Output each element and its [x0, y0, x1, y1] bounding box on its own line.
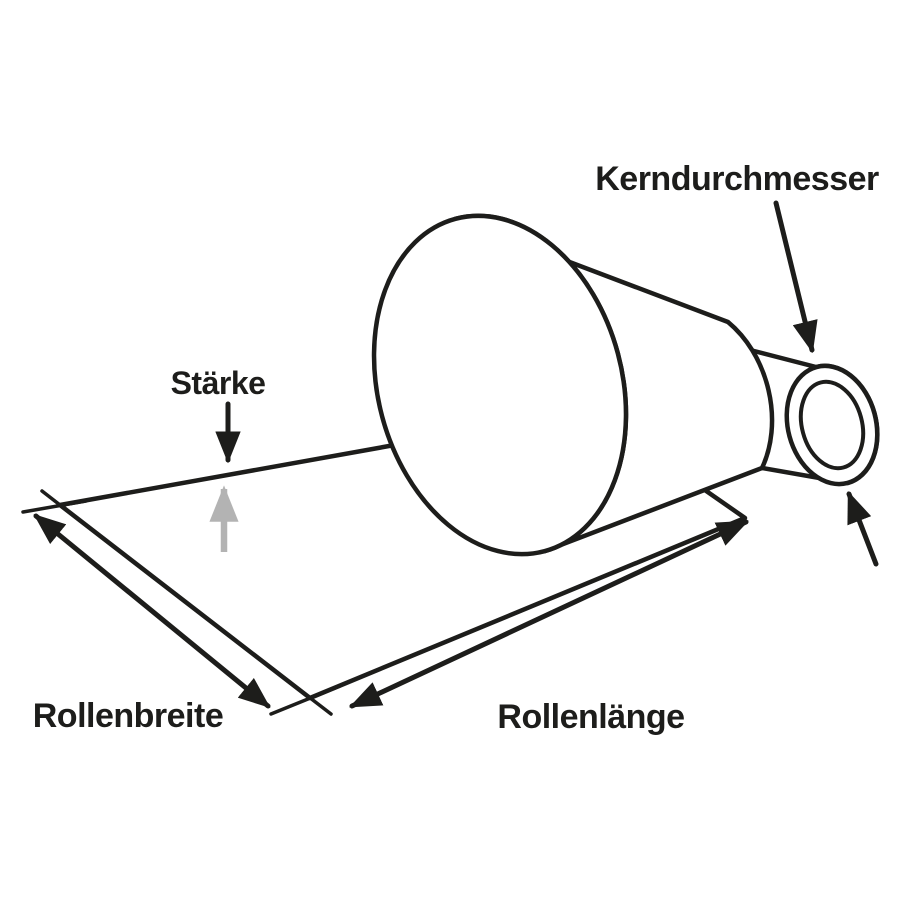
- roll-width-arrow: [33, 513, 271, 709]
- core-hole: [798, 379, 866, 471]
- core-diameter-arrow-bottom: [846, 491, 879, 567]
- roll-width-label: Rollenbreite: [33, 697, 223, 735]
- core-diameter-arrow-top: [773, 200, 818, 354]
- roll-length-arrow: [349, 519, 749, 709]
- core-diameter-label: Kerndurchmesser: [595, 160, 879, 198]
- roll-length-label: Rollenlänge: [497, 698, 684, 736]
- corner-tick-bottom-a: [269, 684, 342, 716]
- thickness-label: Stärke: [171, 365, 266, 401]
- corner-tick-left-a: [21, 499, 88, 514]
- corner-tick-bottom-b: [290, 682, 333, 716]
